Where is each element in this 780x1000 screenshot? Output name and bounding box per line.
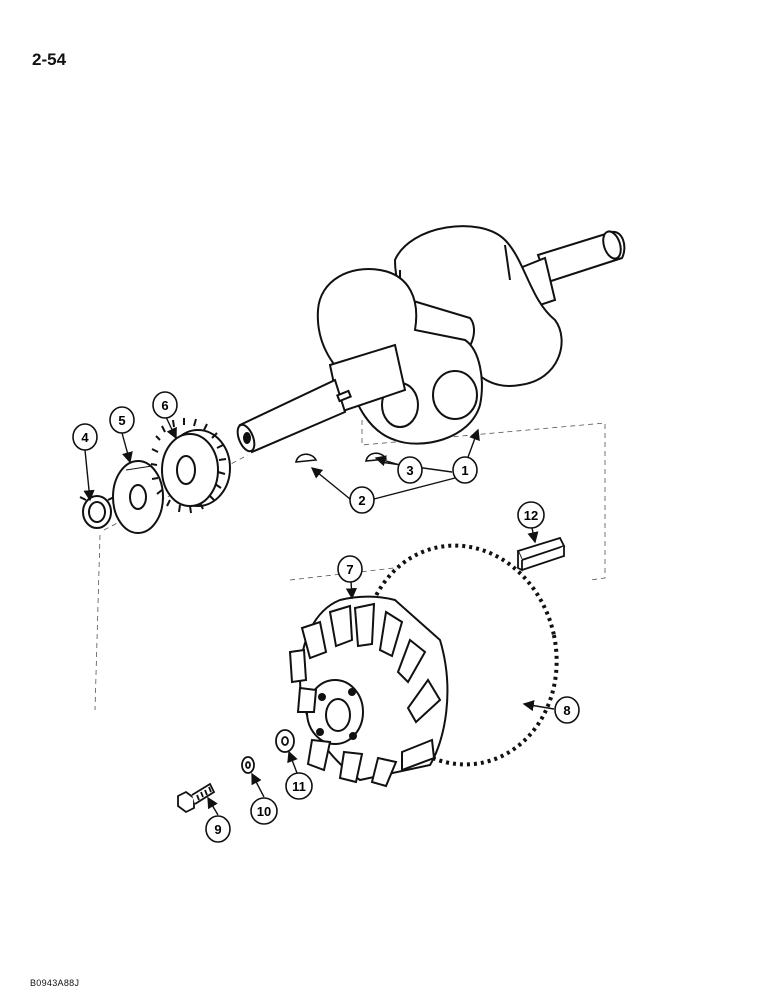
flywheel xyxy=(288,543,559,788)
callout-12: 12 xyxy=(517,501,545,529)
callout-6-label: 6 xyxy=(161,398,168,413)
callout-1-label: 1 xyxy=(461,463,468,478)
callout-10-label: 10 xyxy=(257,804,271,819)
callout-9-label: 9 xyxy=(214,822,221,837)
callout-9: 9 xyxy=(205,815,231,843)
callout-6: 6 xyxy=(152,391,178,419)
callout-1: 1 xyxy=(452,456,478,484)
callout-5-label: 5 xyxy=(118,413,125,428)
callout-11: 11 xyxy=(285,772,313,800)
lock-washer xyxy=(275,729,295,753)
callout-4-label: 4 xyxy=(81,430,89,445)
flywheel-key xyxy=(516,536,566,572)
callout-5: 5 xyxy=(109,406,135,434)
callout-4: 4 xyxy=(72,423,98,451)
crankshaft xyxy=(236,225,626,454)
callout-10: 10 xyxy=(250,797,278,825)
callout-11-label: 11 xyxy=(292,779,306,794)
callout-3: 3 xyxy=(397,456,423,484)
thrust-washer xyxy=(112,460,164,534)
retaining-ring xyxy=(79,495,115,529)
callout-2-label: 2 xyxy=(358,493,365,508)
callout-8-label: 8 xyxy=(563,703,570,718)
spring-washer xyxy=(241,756,255,774)
callout-7: 7 xyxy=(337,555,363,583)
callout-3-label: 3 xyxy=(406,463,413,478)
callout-12-label: 12 xyxy=(524,508,538,523)
crankshaft-gear xyxy=(150,418,231,514)
page-number: 2-54 xyxy=(32,50,67,69)
callout-2: 2 xyxy=(349,486,375,514)
flywheel-bolt xyxy=(177,782,216,814)
drawing-code: B0943A88J xyxy=(30,978,80,988)
callout-7-label: 7 xyxy=(346,562,353,577)
woodruff-keys xyxy=(295,452,388,463)
callout-8: 8 xyxy=(554,696,580,724)
